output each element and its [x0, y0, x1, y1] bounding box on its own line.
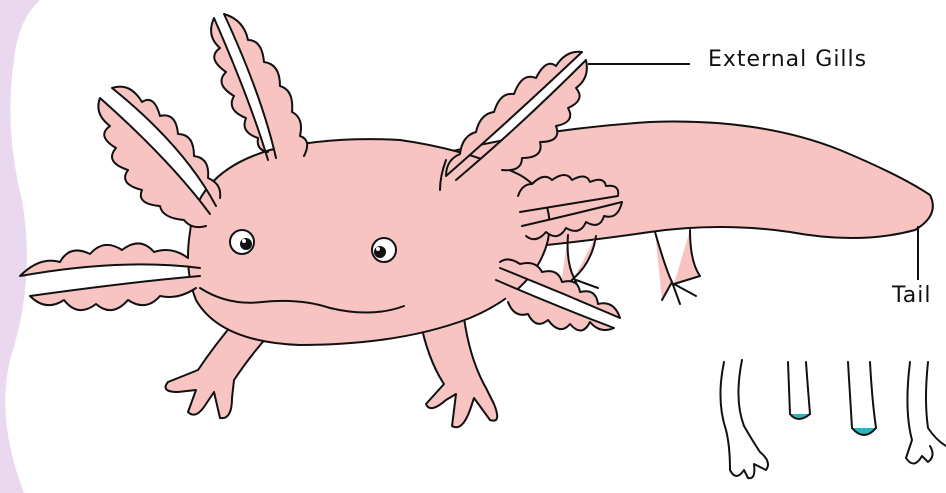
regen-stage-4 — [906, 362, 946, 464]
eye-left — [230, 230, 254, 254]
limb-regeneration-sequence — [720, 360, 946, 478]
back-leg-right — [655, 230, 700, 304]
gill-left-1-lower — [30, 276, 200, 310]
front-leg-right — [420, 318, 497, 427]
external-gills-label: External Gills — [708, 47, 867, 72]
gill-left-1 — [20, 243, 200, 276]
tail-label: Tail — [892, 283, 932, 308]
regen-stage-1 — [720, 360, 768, 478]
regen-stage-2 — [788, 362, 810, 419]
background-blob — [0, 0, 40, 493]
axolotl — [20, 14, 933, 427]
regen-stage-3 — [848, 362, 876, 435]
eye-right — [372, 238, 396, 262]
